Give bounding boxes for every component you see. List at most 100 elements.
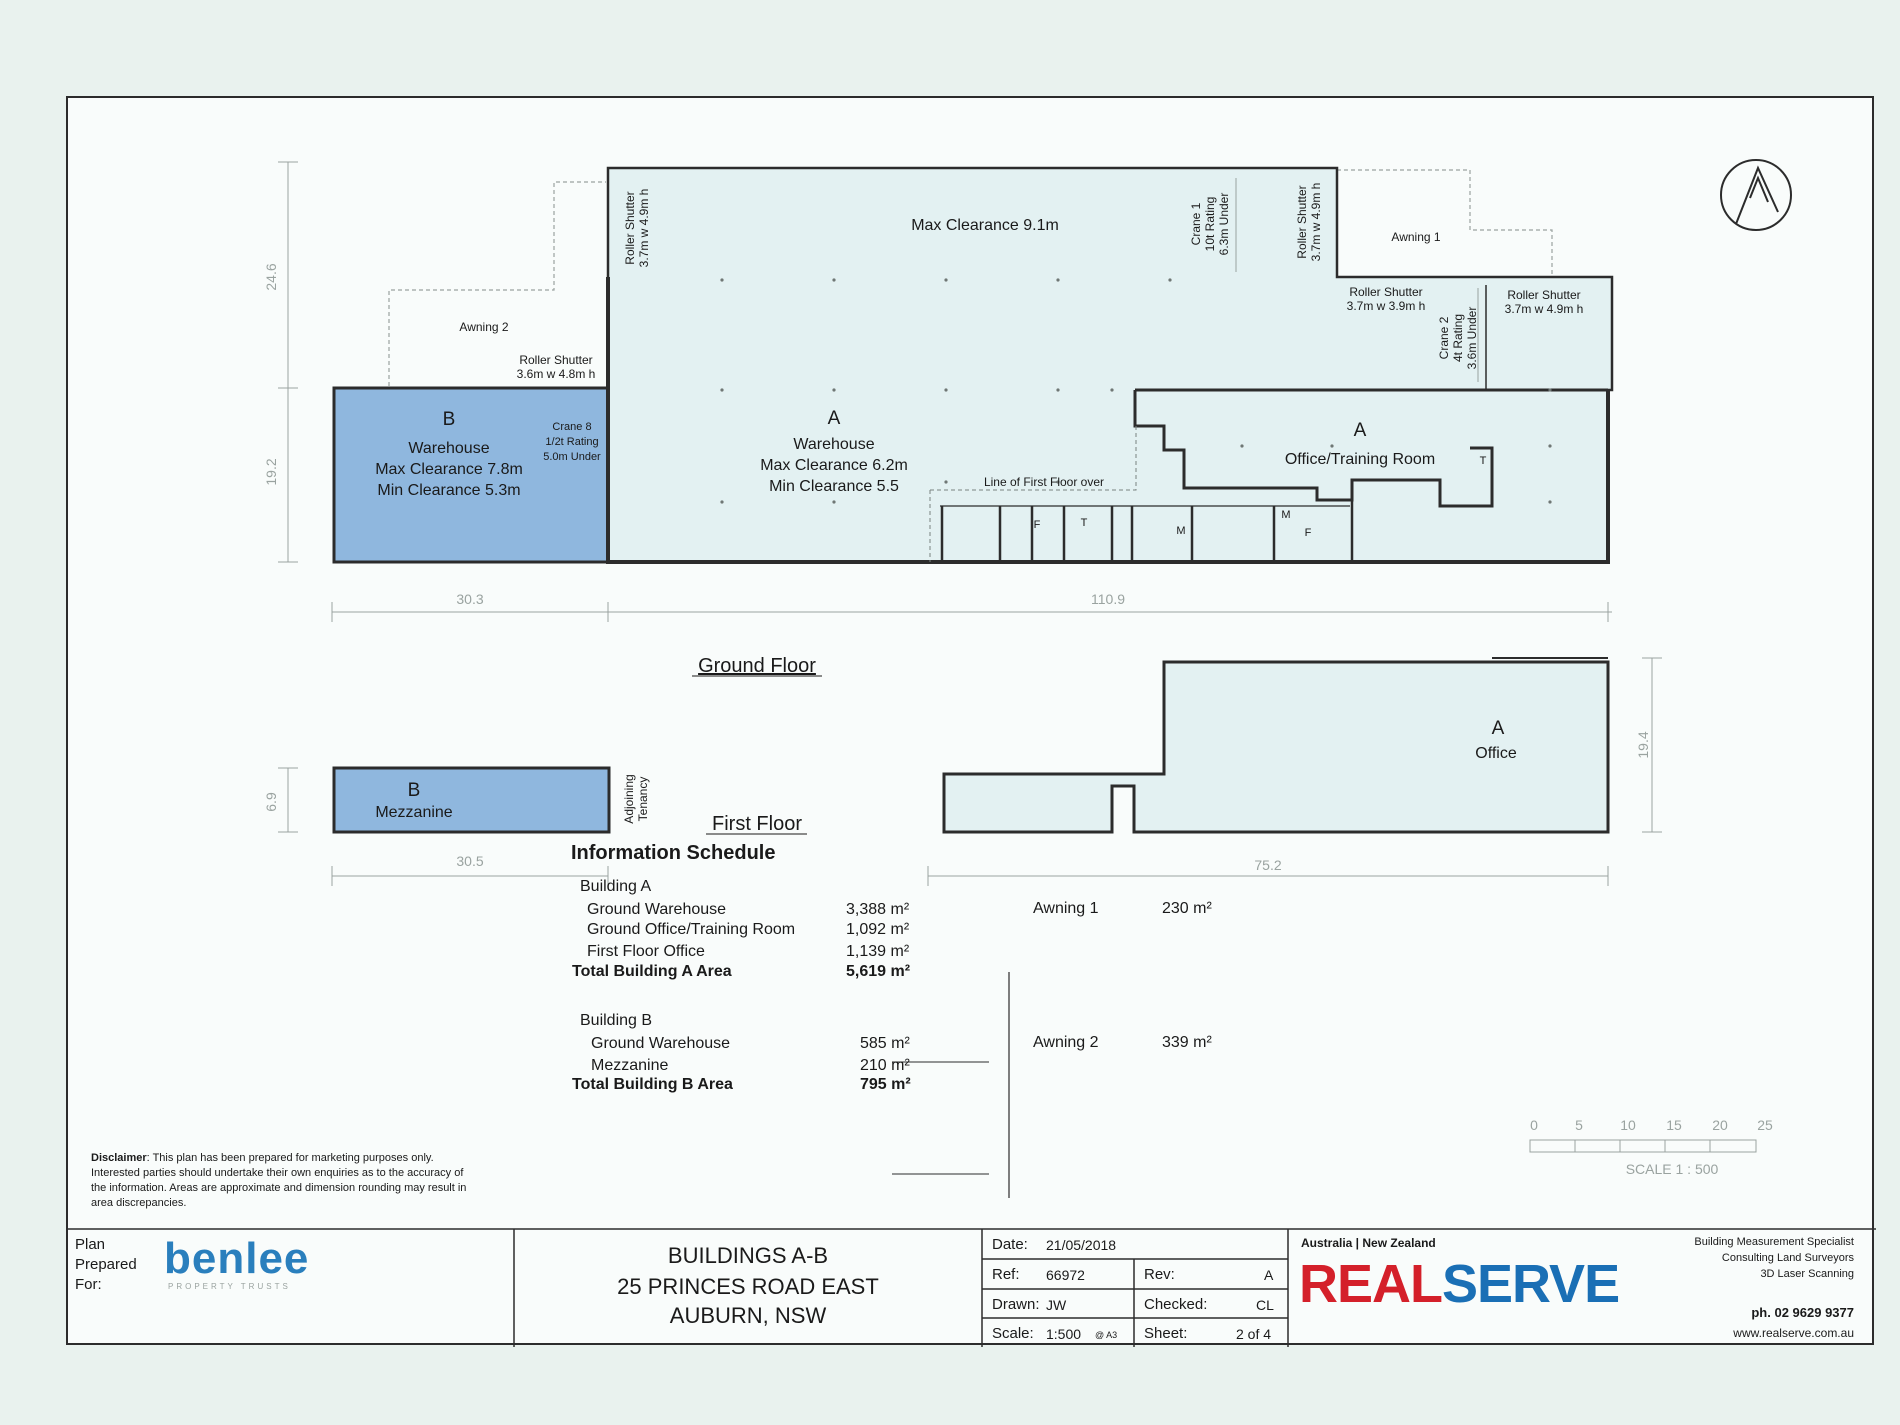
dim-width-a: 110.9 bbox=[1091, 591, 1125, 607]
scale-bar: 0 5 10 15 20 25 SCALE 1 : 500 bbox=[1529, 1117, 1773, 1177]
awning-1-sched-label: Awning 1 bbox=[1033, 900, 1099, 917]
crane-2-line1: Crane 2 bbox=[1437, 316, 1451, 359]
crane-1-line1: Crane 1 bbox=[1189, 202, 1203, 245]
building-b-max: Max Clearance 7.8m bbox=[375, 461, 523, 478]
sched-a-total-label: Total Building A Area bbox=[572, 963, 732, 980]
benlee-logo-sub: PROPERTY TRUSTS bbox=[168, 1282, 291, 1291]
north-arrow-icon bbox=[1720, 159, 1792, 231]
roller-shutter-mid-l2: 3.7m w 3.9m h bbox=[1347, 299, 1426, 313]
region-label: Australia | New Zealand bbox=[1301, 1236, 1436, 1250]
building-a-min: Min Clearance 5.5 bbox=[769, 478, 899, 495]
scale-suffix: @ A3 bbox=[1095, 1330, 1118, 1340]
date-label: Date: bbox=[992, 1236, 1028, 1253]
building-b-min: Min Clearance 5.3m bbox=[377, 482, 520, 499]
phone: ph. 02 9629 9377 bbox=[1751, 1305, 1854, 1320]
building-a-letter: A bbox=[828, 408, 841, 429]
ff-office-letter: A bbox=[1492, 718, 1505, 739]
building-b-use: Warehouse bbox=[408, 440, 489, 457]
crane-1-line2: 10t Rating bbox=[1203, 197, 1217, 252]
plan-prepared-l2: Prepared bbox=[75, 1256, 137, 1273]
project-line-2: 25 PRINCES ROAD EAST bbox=[617, 1274, 879, 1299]
room-f2: F bbox=[1305, 527, 1312, 539]
scale-tick-25: 25 bbox=[1757, 1117, 1773, 1133]
sched-b-row-2-value: 210 m² bbox=[860, 1057, 910, 1074]
mezzanine-letter: B bbox=[408, 780, 421, 801]
scale-label: Scale: bbox=[992, 1325, 1034, 1342]
rev-label: Rev: bbox=[1144, 1266, 1175, 1283]
room-t2: T bbox=[1480, 455, 1487, 467]
building-a-use: Warehouse bbox=[793, 436, 874, 453]
website-link[interactable]: www.realserve.com.au bbox=[1733, 1326, 1854, 1340]
dim-width-b: 30.3 bbox=[456, 591, 483, 607]
disclaimer-bold: Disclaimer bbox=[91, 1152, 147, 1164]
sched-a-row-2-label: Ground Office/Training Room bbox=[587, 921, 796, 938]
checked-label: Checked: bbox=[1144, 1296, 1208, 1313]
building-a-heading: Building A bbox=[580, 878, 652, 895]
crane-2-line2: 4t Rating bbox=[1451, 314, 1465, 362]
drawn-label: Drawn: bbox=[992, 1296, 1040, 1313]
scale-tick-0: 0 bbox=[1530, 1117, 1538, 1133]
benlee-logo: benlee bbox=[164, 1234, 310, 1283]
awning-2-sched-value: 339 m² bbox=[1162, 1034, 1212, 1051]
scale-tick-5: 5 bbox=[1575, 1117, 1583, 1133]
scale-value: 1:500 bbox=[1046, 1326, 1082, 1342]
awning-1-outline bbox=[1337, 169, 1553, 277]
dim-height-b: 19.2 bbox=[263, 458, 279, 485]
service-2: Consulting Land Surveyors bbox=[1721, 1252, 1854, 1264]
dim-mezz-height: 6.9 bbox=[263, 792, 279, 812]
plan-prepared-l3: For: bbox=[75, 1276, 102, 1293]
realserve-logo: REALSERVE bbox=[1299, 1254, 1620, 1314]
service-3: 3D Laser Scanning bbox=[1760, 1268, 1854, 1280]
roller-shutter-b-l1: Roller Shutter bbox=[519, 353, 592, 367]
roller-shutter-top-left-l2: 3.7m w 4.9m h bbox=[637, 189, 651, 268]
plan-prepared-l1: Plan bbox=[75, 1236, 106, 1253]
plan-sheet: 24.6 19.2 30.3 110.9 6.9 30.5 75.2 19.4 … bbox=[66, 96, 1876, 1347]
crane-b-line2: 1/2t Rating bbox=[545, 436, 598, 448]
awning-1-label: Awning 1 bbox=[1391, 230, 1440, 244]
sched-b-row-1-value: 585 m² bbox=[860, 1035, 910, 1052]
project-line-1: BUILDINGS A-B bbox=[667, 1243, 829, 1268]
mezzanine-use: Mezzanine bbox=[375, 804, 452, 821]
room-t1: T bbox=[1081, 517, 1088, 529]
adjoining-l1: Adjoining bbox=[622, 774, 636, 823]
rev-value: A bbox=[1264, 1267, 1274, 1283]
ref-value: 66972 bbox=[1046, 1267, 1085, 1283]
scale-tick-10: 10 bbox=[1620, 1117, 1636, 1133]
awning-2-outline bbox=[388, 181, 606, 386]
floor-plan-drawing: 24.6 19.2 30.3 110.9 6.9 30.5 75.2 19.4 … bbox=[68, 159, 1876, 1347]
realserve-logo-serve: SERVE bbox=[1442, 1254, 1620, 1314]
sheet-label: Sheet: bbox=[1144, 1325, 1188, 1342]
roller-shutter-right-l1: Roller Shutter bbox=[1507, 288, 1580, 302]
roller-shutter-top-right-l2: 3.7m w 4.9m h bbox=[1309, 183, 1323, 262]
sched-a-row-3-value: 1,139 m² bbox=[846, 943, 910, 960]
line-first-floor-label: Line of First Floor over bbox=[984, 475, 1104, 489]
project-line-3: AUBURN, NSW bbox=[669, 1303, 827, 1328]
service-1: Building Measurement Specialist bbox=[1694, 1236, 1854, 1248]
dim-ff-height: 19.4 bbox=[1635, 731, 1651, 758]
line-first-floor-over bbox=[930, 426, 1137, 491]
sched-a-total-value: 5,619 m² bbox=[846, 963, 911, 980]
building-b-heading: Building B bbox=[580, 1012, 653, 1029]
dim-height-top: 24.6 bbox=[263, 263, 279, 290]
disclaimer: Disclaimer: This plan has been prepared … bbox=[91, 1151, 471, 1211]
scale-tick-20: 20 bbox=[1712, 1117, 1728, 1133]
drawn-value: JW bbox=[1046, 1297, 1067, 1313]
sched-a-row-1-value: 3,388 m² bbox=[846, 901, 910, 918]
checked-value: CL bbox=[1256, 1297, 1274, 1313]
building-a-highbay bbox=[606, 166, 1614, 564]
first-floor-title: First Floor bbox=[712, 813, 802, 835]
building-a-max: Max Clearance 6.2m bbox=[760, 457, 908, 474]
awning-1-sched-value: 230 m² bbox=[1162, 900, 1212, 917]
column-grid bbox=[720, 278, 1552, 504]
roller-shutter-top-right-l1: Roller Shutter bbox=[1295, 185, 1309, 258]
sched-a-row-3-label: First Floor Office bbox=[587, 943, 705, 960]
sched-b-total-label: Total Building B Area bbox=[572, 1076, 733, 1093]
scale-caption: SCALE 1 : 500 bbox=[1626, 1161, 1719, 1177]
office-training-outline bbox=[1133, 388, 1608, 508]
sched-b-row-1-label: Ground Warehouse bbox=[591, 1035, 731, 1052]
ff-office-use: Office bbox=[1475, 745, 1517, 762]
room-m2: M bbox=[1281, 509, 1290, 521]
crane-b-line3: 5.0m Under bbox=[543, 451, 601, 463]
dim-mezz-width: 30.5 bbox=[456, 853, 483, 869]
roller-shutter-right-l2: 3.7m w 4.9m h bbox=[1505, 302, 1584, 316]
